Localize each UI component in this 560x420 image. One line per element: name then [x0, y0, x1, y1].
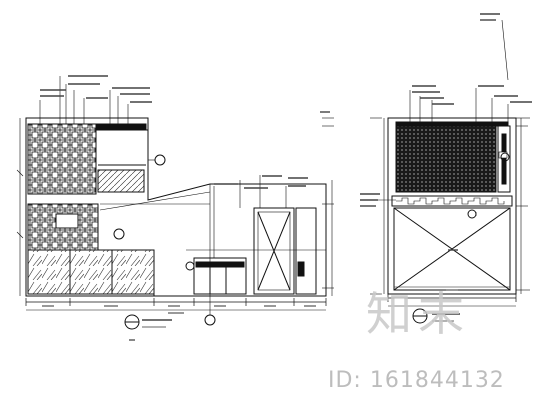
- lattice-screen-upper: [27, 123, 97, 195]
- left-elevation-outline: [25, 117, 327, 297]
- annotation-text-marks-right: [360, 13, 532, 251]
- annotation-leaders-left: [39, 76, 287, 258]
- annotation-text-marks-left: [40, 75, 330, 189]
- level-marks-right: [514, 117, 530, 291]
- callout-bubble: [185, 261, 195, 271]
- base-cabinet: [193, 257, 247, 295]
- marble-base: [27, 249, 155, 295]
- left-elevation: [16, 75, 334, 341]
- watermark-logo: 知末: [366, 287, 470, 341]
- perforated-panel: [395, 125, 497, 193]
- callout-bubble: [467, 209, 477, 219]
- annotation-leaders-right: [378, 88, 509, 216]
- callout-bubble: [500, 152, 510, 162]
- callout-bubble: [113, 228, 125, 240]
- level-marks-left: [322, 117, 334, 289]
- right-elevation: [360, 13, 532, 324]
- side-panel: [295, 207, 317, 295]
- callout-bubble: [204, 314, 216, 326]
- callout-bubble: [154, 154, 166, 166]
- cornice-band: [391, 195, 513, 207]
- door-frame: [253, 207, 295, 295]
- hatched-shelf: [97, 169, 145, 193]
- watermark-id: ID: 161844132: [328, 368, 505, 393]
